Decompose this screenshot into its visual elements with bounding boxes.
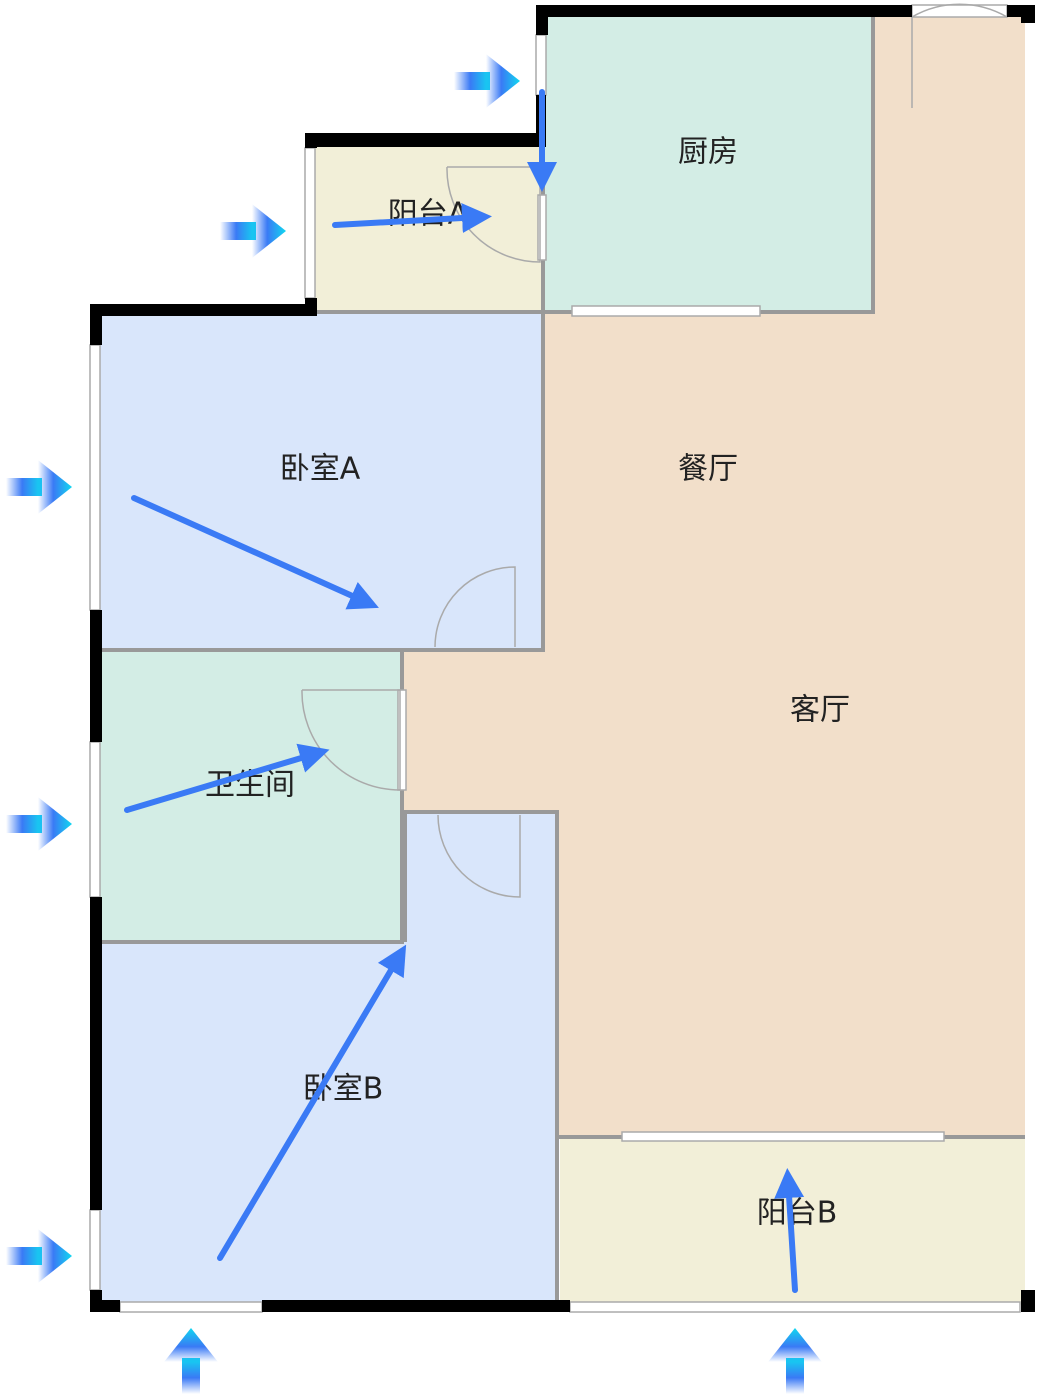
doors [301, 3, 1008, 898]
airflow-arrows [124, 89, 805, 1293]
flow-arrow-bathroom [124, 743, 330, 813]
room-label-kitchen: 厨房 [678, 135, 738, 170]
balcony-a-area [312, 146, 544, 310]
flow-arrow-balcony-b [774, 1168, 805, 1293]
wind-arrow-icon [454, 54, 520, 108]
bathroom-area [98, 650, 402, 942]
bedroom-a-area [98, 312, 544, 650]
room-label-balcony-a: 阳台A [388, 197, 469, 232]
wind-arrow-icon [6, 797, 72, 851]
room-label-bedroom-a: 卧室A [280, 452, 361, 487]
kitchen-area [545, 17, 873, 312]
wind-arrow-icon [768, 1328, 822, 1394]
wind-arrow-icon [220, 204, 286, 258]
wind-arrow-icon [6, 1229, 72, 1283]
wind-arrows [6, 54, 822, 1394]
flow-arrow-bedroom-b [217, 944, 407, 1261]
wind-arrow-icon [164, 1328, 218, 1394]
room-label-living: 客厅 [790, 693, 850, 728]
hall-area [402, 650, 557, 812]
flow-arrow-bedroom-a [131, 495, 379, 610]
room-label-balcony-b: 阳台B [757, 1196, 838, 1231]
wind-arrow-icon [6, 460, 72, 514]
room-label-dining: 餐厅 [678, 452, 738, 487]
flow-arrow-balcony-a [332, 203, 492, 233]
bedroom-b-area [98, 812, 557, 1305]
